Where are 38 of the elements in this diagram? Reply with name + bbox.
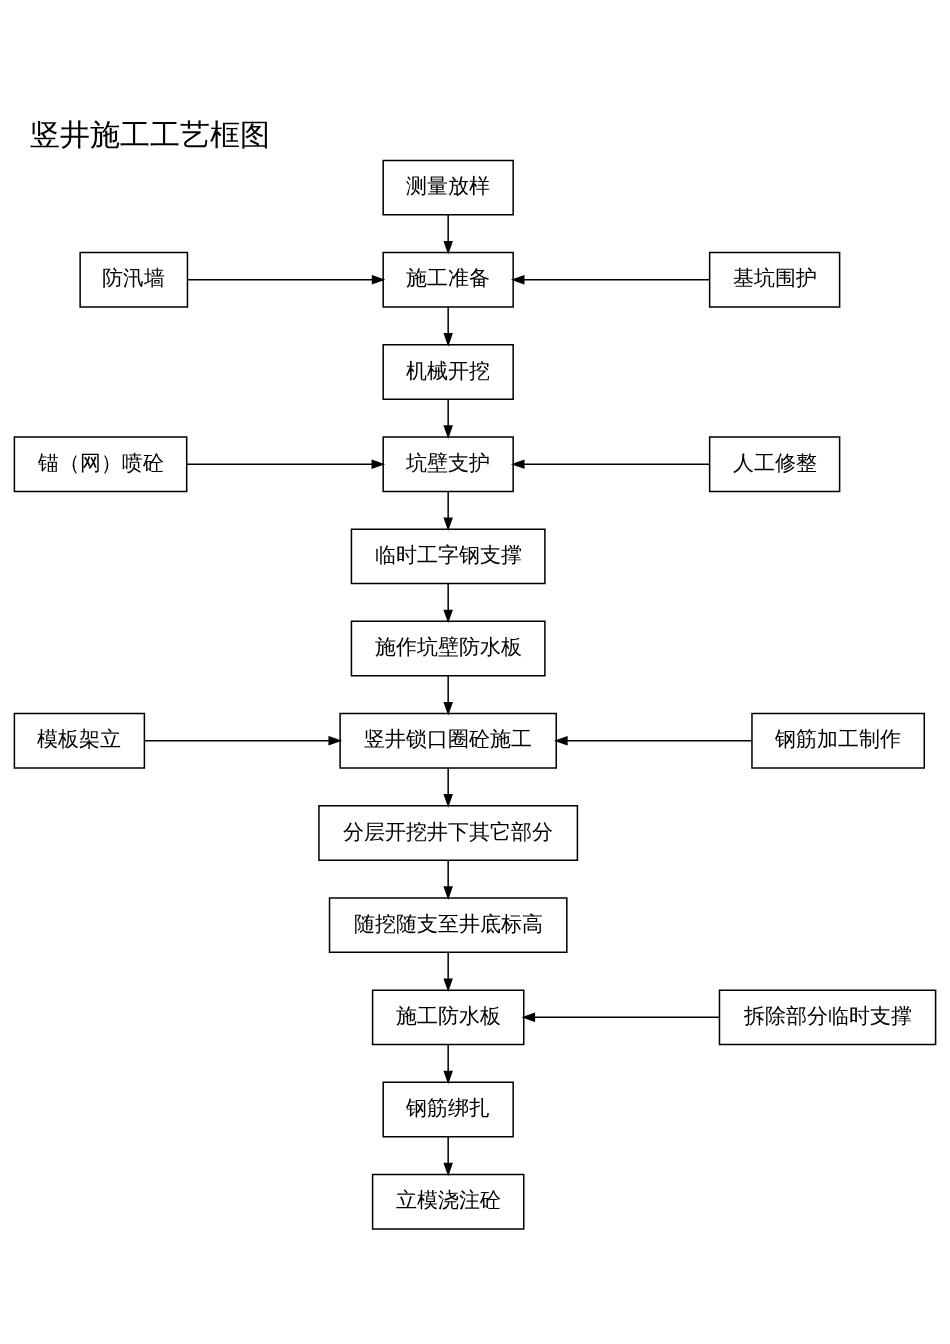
arrow [443, 951, 453, 993]
node-box: 临时工字钢支撑 [350, 528, 546, 585]
node-box: 钢筋绑扎 [382, 1081, 514, 1138]
node-box: 拆除部分临时支撑 [718, 989, 937, 1046]
node-box: 防汛墙 [79, 251, 189, 308]
node-box: 分层开挖井下其它部分 [318, 805, 579, 861]
arrow [510, 459, 711, 469]
node-box: 钢筋加工制作 [751, 712, 926, 769]
arrow [443, 1136, 453, 1177]
node-box: 施工防水板 [371, 989, 525, 1046]
node-box: 模板架立 [13, 712, 146, 769]
node-box: 测量放样 [382, 159, 514, 216]
arrow [144, 736, 343, 746]
node-box: 人工修整 [708, 436, 841, 493]
node-box: 立模浇注砼 [371, 1173, 525, 1230]
arrow [443, 398, 453, 439]
arrow [443, 1043, 453, 1085]
arrow [443, 214, 453, 255]
node-box: 施作坑壁防水板 [350, 620, 546, 677]
arrow [187, 275, 386, 285]
arrow [443, 306, 453, 347]
node-box: 随挖随支至井底标高 [328, 897, 568, 954]
diagram-title: 竖井施工工艺框图 [29, 117, 270, 153]
arrow [521, 1012, 720, 1023]
node-box: 竖井锁口圈砼施工 [339, 712, 557, 769]
node-box: 坑壁支护 [382, 436, 514, 493]
node-box: 机械开挖 [382, 344, 514, 400]
arrow [443, 490, 453, 532]
arrow [510, 275, 711, 285]
arrow [443, 767, 453, 808]
arrow [443, 675, 453, 716]
node-box: 基坑围护 [708, 251, 841, 308]
arrow [186, 459, 386, 469]
node-box: 锚（网）喷砼 [13, 436, 188, 493]
arrow [443, 859, 453, 900]
arrow [443, 582, 453, 624]
arrow [554, 736, 753, 746]
node-box: 施工准备 [382, 251, 514, 308]
